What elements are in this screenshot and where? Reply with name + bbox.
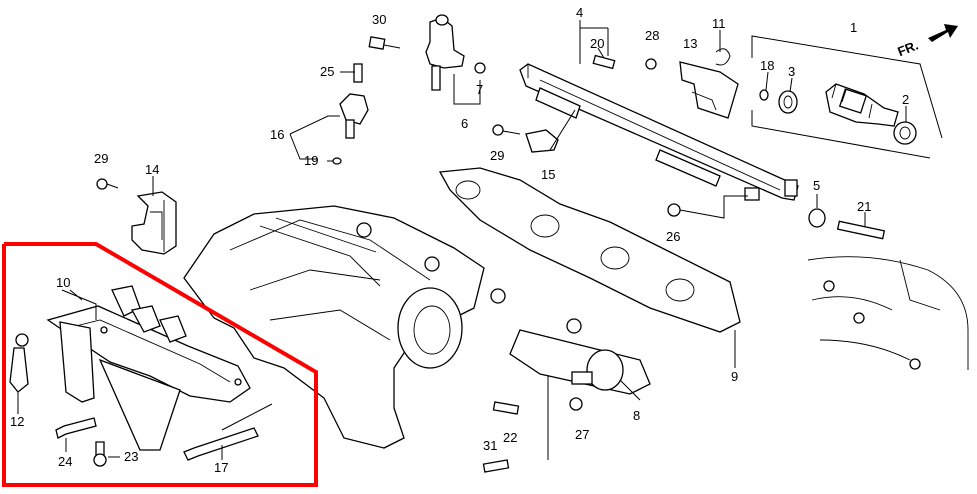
callout-28: 28 [645,28,659,43]
callout-17: 17 [214,460,228,475]
highlight-outline [2,242,318,487]
bracket-14 [96,178,177,255]
front-direction-indicator: FR. [895,24,958,59]
callout-16: 16 [270,127,284,142]
callout-7: 7 [476,82,483,97]
callout-30: 30 [372,12,386,27]
bracket-15 [492,109,576,153]
callout-26: 26 [666,229,680,244]
callout-21: 21 [857,199,871,214]
callout-9: 9 [731,369,738,384]
callout-6: 6 [461,116,468,131]
front-arrow-icon [928,24,958,42]
callout-2: 2 [902,92,909,107]
front-label: FR. [895,38,920,60]
callout-3: 3 [788,64,795,79]
fuel-rail [519,27,799,201]
injector-assembly [751,35,943,159]
intake-air-temp-sensor [289,63,369,165]
callout-13: 13 [683,36,697,51]
intake-manifold-bracket-assembly [9,285,273,467]
callout-8: 8 [633,408,640,423]
callout-4: 4 [576,5,583,20]
callout-19: 19 [304,153,318,168]
callout-29-center: 29 [490,148,504,163]
manifold-gasket [438,167,886,368]
callout-5: 5 [813,178,820,193]
callout-24: 24 [58,454,72,469]
callout-labels: 1 2 3 4 5 6 7 8 9 10 11 12 13 14 15 16 1… [10,5,909,475]
callout-31: 31 [483,438,497,453]
callout-27: 27 [575,427,589,442]
callout-1: 1 [850,20,857,35]
callout-25: 25 [320,64,334,79]
callout-18: 18 [760,58,774,73]
callout-14: 14 [145,162,159,177]
callout-20: 20 [590,36,604,51]
intake-manifold [183,205,651,473]
cylinder-head [807,256,969,370]
callout-22: 22 [503,430,517,445]
callout-23: 23 [124,449,138,464]
callout-10: 10 [56,275,70,290]
callout-12: 12 [10,414,24,429]
leader-lines [17,20,907,460]
pulsation-damper [368,14,486,105]
callout-29-left: 29 [94,151,108,166]
callout-11: 11 [712,16,726,31]
callout-15: 15 [541,167,555,182]
